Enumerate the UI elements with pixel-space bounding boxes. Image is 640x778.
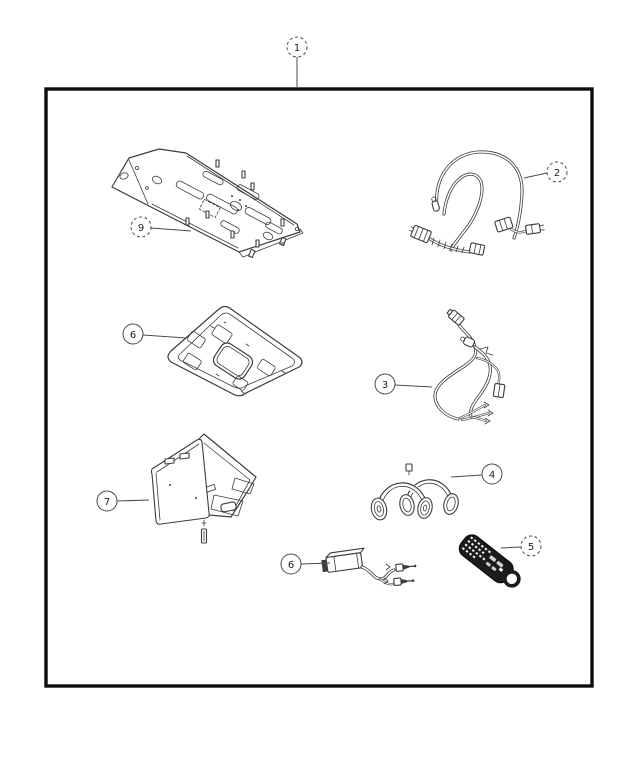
bracket-slots <box>175 170 283 235</box>
callout-headphones[interactable]: 4 <box>450 463 503 485</box>
callout-number: 3 <box>382 380 388 391</box>
callout-circle <box>286 36 308 58</box>
headphone-back <box>399 479 459 516</box>
remote-lanyard-ring <box>503 570 521 588</box>
callout-number: 4 <box>489 470 495 481</box>
av-plug <box>395 563 417 572</box>
jumper-clip <box>479 346 494 356</box>
part-headphones <box>370 463 459 521</box>
harness-connector-b <box>468 242 486 256</box>
callout-number: 6 <box>288 560 294 571</box>
callout-number: 9 <box>138 223 144 234</box>
bracket-dashed-opening <box>198 198 221 218</box>
bracket-clips <box>185 159 285 248</box>
harness-connector-a <box>409 224 432 244</box>
callout-remote[interactable]: 5 <box>500 535 542 557</box>
jumper-connector-right <box>492 383 506 398</box>
callout-bracket[interactable]: 9 <box>130 216 192 238</box>
callout-harness-upper[interactable]: 2 <box>523 161 568 183</box>
part-remote-control <box>458 534 521 588</box>
av-plug <box>393 577 415 586</box>
harness-connector-d <box>525 223 545 235</box>
harness-ring-terminal <box>431 196 440 212</box>
callout-number: 5 <box>528 542 534 553</box>
callout-number: 1 <box>294 43 300 54</box>
part-video-unit <box>150 433 257 544</box>
part-jumper-harness <box>433 308 506 425</box>
callout-number: 7 <box>104 497 110 508</box>
callout-number: 6 <box>130 330 136 341</box>
dome-lamp <box>220 501 237 513</box>
callout-video-unit[interactable]: 7 <box>96 490 150 512</box>
part-mounting-bracket <box>111 148 304 259</box>
part-av-adapter <box>321 547 417 586</box>
callout-adapter[interactable]: 6 <box>280 553 331 575</box>
callout-kit[interactable]: 1 <box>286 36 308 87</box>
mounting-screw <box>200 519 208 544</box>
callout-bezel[interactable]: 6 <box>122 323 187 345</box>
bezel-cutouts <box>182 324 276 391</box>
part-wiring-harness <box>409 150 545 256</box>
headphone-front <box>370 463 433 521</box>
harness-connector-c <box>494 216 514 233</box>
callout-number: 2 <box>554 168 560 179</box>
figure-border <box>44 87 594 688</box>
remote-button-grid <box>461 536 504 573</box>
jumper-connector-top <box>446 308 465 326</box>
vent-hatch <box>210 494 244 517</box>
vent-hatch <box>231 477 255 495</box>
adapter-box <box>321 547 365 573</box>
jumper-plug-mid <box>460 336 475 348</box>
part-bezel <box>167 305 303 397</box>
callout-harness-lower[interactable]: 3 <box>374 373 433 395</box>
